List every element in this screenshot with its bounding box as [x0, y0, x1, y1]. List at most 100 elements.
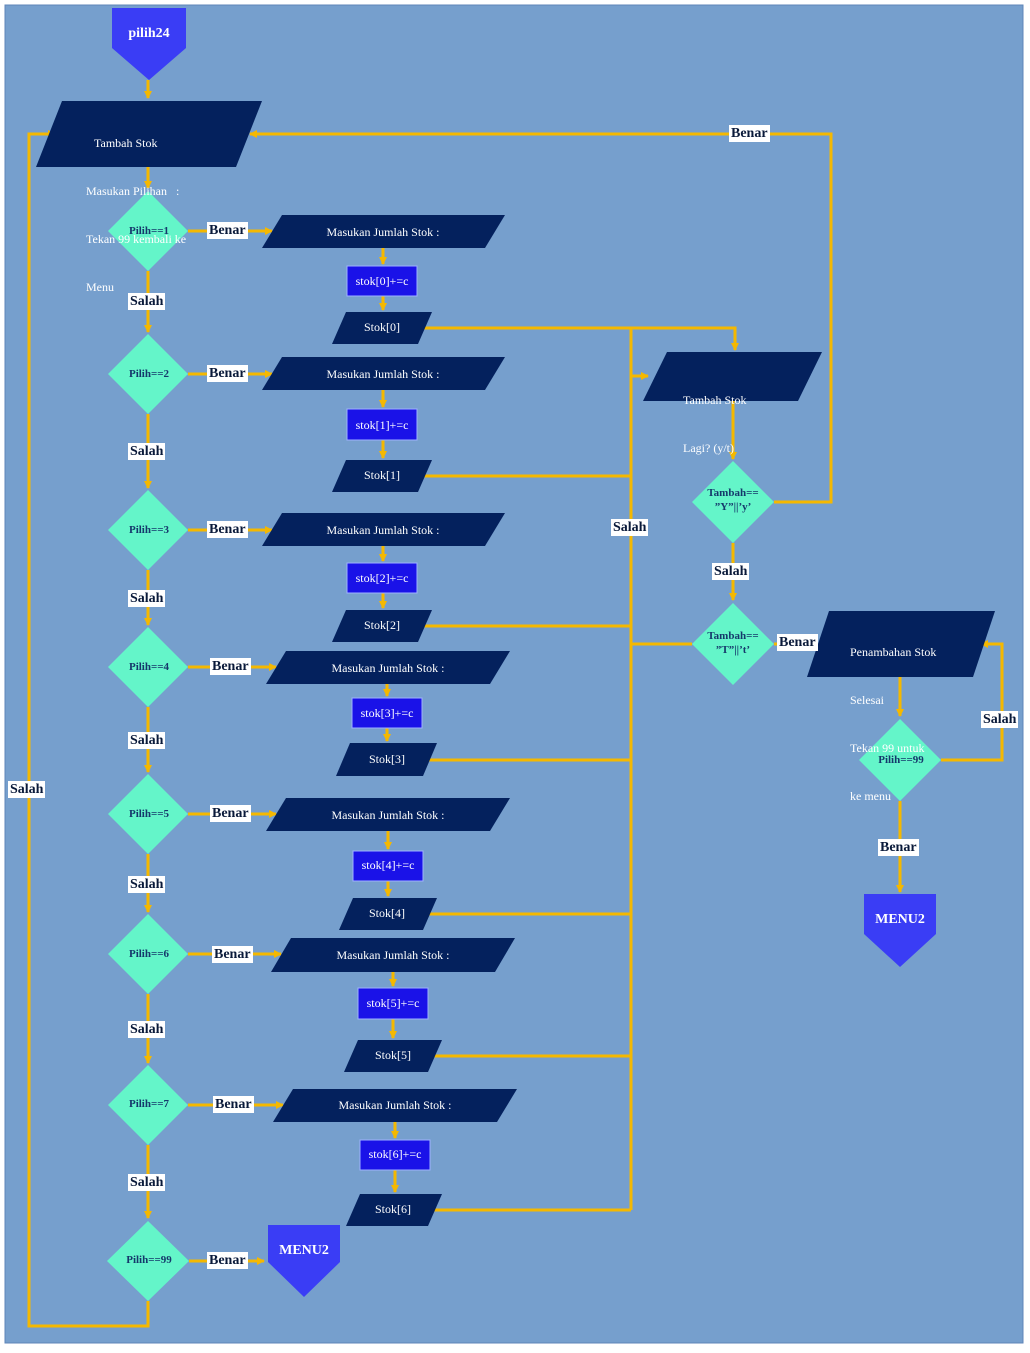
decision-tambah-t-shape	[692, 603, 774, 685]
input-jumlah-stok-2: Masukan Jumlah Stok :	[326, 367, 440, 381]
process-stok-1-shape	[346, 408, 418, 441]
decision-tambah-y-shape	[692, 461, 774, 543]
edge-salah-1: Salah	[128, 293, 166, 310]
flow-merge-to-again	[432, 326, 739, 351]
process-stok-4: stok[4]+=c	[361, 858, 415, 872]
edge-salah-7: Salah	[128, 1174, 166, 1191]
process-stok-0-shape	[346, 265, 418, 297]
decision-pilih-99-right: Pilih==99	[878, 754, 924, 766]
input-jumlah-stok-5: Masukan Jumlah Stok :	[331, 808, 445, 822]
decision-pilih-6: Pilih==6	[128, 948, 170, 960]
output-stok-5: Stok[5]	[375, 1048, 411, 1062]
done-output-line-3: Tekan 99 untuk	[850, 741, 925, 755]
decision-pilih-1: Pilih==1	[128, 225, 170, 237]
menu2-terminal-left-label: MENU2	[279, 1243, 329, 1258]
flow-salah-99-right	[941, 640, 1004, 762]
output-stok-3-shape	[336, 743, 437, 776]
output-stok-0: Stok[0]	[364, 320, 400, 334]
again-input-line-1: Tambah Stok	[683, 393, 747, 407]
done-output-shape	[807, 611, 995, 677]
edge-salah-loop-left: Salah	[8, 781, 46, 798]
input-jumlah-stok-3-shape	[262, 513, 505, 546]
output-stok-2: Stok[2]	[364, 618, 400, 632]
menu-input-line-2: Masukan Pilihan :	[86, 184, 180, 198]
process-stok-3: stok[3]+=c	[360, 706, 414, 720]
process-stok-6: stok[6]+=c	[368, 1147, 422, 1161]
decision-pilih-2-shape	[108, 334, 188, 414]
menu-input-line-1: Tambah Stok	[94, 136, 158, 150]
process-stok-5-shape	[357, 987, 429, 1020]
input-jumlah-stok-7-shape	[273, 1089, 517, 1122]
decision-pilih-5: Pilih==5	[128, 808, 170, 820]
input-jumlah-stok-4: Masukan Jumlah Stok :	[331, 661, 445, 675]
done-output-line-4: ke menu	[850, 789, 891, 803]
input-jumlah-stok-2-shape	[262, 357, 505, 390]
output-stok-6: Stok[6]	[375, 1202, 411, 1216]
edge-benar-2: Benar	[207, 365, 248, 382]
flow-salah-loop-back	[27, 130, 150, 1328]
menu-input-shape	[36, 101, 262, 167]
output-stok-1: Stok[1]	[364, 468, 400, 482]
input-jumlah-stok-1: Masukan Jumlah Stok :	[326, 225, 440, 239]
menu2-terminal-right-label: MENU2	[875, 912, 925, 927]
flowchart-shapes	[36, 8, 995, 1301]
connector-lines	[27, 80, 1004, 1328]
edge-benar-tambah-t: Benar	[777, 634, 818, 651]
output-stok-4-shape	[339, 898, 437, 930]
input-jumlah-stok-7: Masukan Jumlah Stok :	[338, 1098, 452, 1112]
start-terminal-shape	[112, 8, 186, 80]
decision-pilih-4: Pilih==4	[128, 661, 170, 673]
input-jumlah-stok-6-shape	[271, 938, 515, 972]
edge-salah-merge: Salah	[611, 519, 649, 536]
again-input-text: Tambah Stok Lagi? (y/t)	[683, 360, 747, 472]
menu-input-text: Tambah Stok Masukan Pilihan : Tekan 99 k…	[86, 103, 186, 311]
decision-pilih-2: Pilih==2	[128, 368, 170, 380]
edge-benar-4: Benar	[210, 658, 251, 675]
decision-pilih-7-shape	[108, 1065, 188, 1145]
edge-salah-tambah-y: Salah	[712, 563, 750, 580]
menu-input-line-3: Tekan 99 kembali ke	[86, 232, 187, 246]
edge-salah-5: Salah	[128, 876, 166, 893]
edge-benar-5: Benar	[210, 805, 251, 822]
done-output-line-2: Selesai	[850, 693, 884, 707]
process-stok-0: stok[0]+=c	[355, 274, 409, 288]
input-jumlah-stok-6: Masukan Jumlah Stok :	[336, 948, 450, 962]
edge-benar-loop-top: Benar	[729, 125, 770, 142]
decision-tambah-y: Tambah== ”Y”||’y’	[692, 486, 774, 514]
output-stok-6-shape	[346, 1194, 442, 1226]
edge-benar-7: Benar	[213, 1096, 254, 1113]
output-stok-3: Stok[3]	[369, 752, 405, 766]
done-output-text: Penambahan Stok Selesai Tekan 99 untuk k…	[850, 612, 936, 820]
edge-benar-3: Benar	[207, 521, 248, 538]
edge-salah-4: Salah	[128, 732, 166, 749]
output-stok-4: Stok[4]	[369, 906, 405, 920]
edge-benar-99-left: Benar	[207, 1252, 248, 1269]
edge-salah-99-right: Salah	[981, 711, 1019, 728]
decision-pilih-6-shape	[108, 914, 188, 994]
output-stok-2-shape	[332, 610, 432, 642]
decision-pilih-99-left: Pilih==99	[126, 1254, 172, 1266]
process-stok-6-shape	[359, 1139, 431, 1171]
again-input-line-2: Lagi? (y/t)	[683, 441, 734, 455]
process-stok-1: stok[1]+=c	[355, 418, 409, 432]
decision-tambah-t: Tambah== ”T”||’t’	[692, 629, 774, 657]
flow-benar-loop-top	[249, 130, 833, 504]
process-stok-2-shape	[346, 562, 418, 594]
input-jumlah-stok-5-shape	[266, 798, 510, 831]
edge-benar-1: Benar	[207, 222, 248, 239]
input-jumlah-stok-1-shape	[262, 215, 505, 248]
decision-pilih-5-shape	[108, 774, 188, 854]
decision-tambah-y-line-1: Tambah==	[707, 487, 759, 499]
menu2-terminal-right-shape	[864, 894, 936, 967]
input-jumlah-stok-4-shape	[266, 651, 510, 684]
decision-tambah-y-line-2: ”Y”||’y’	[714, 501, 752, 513]
edge-salah-2: Salah	[128, 443, 166, 460]
output-stok-1-shape	[332, 460, 432, 492]
edge-benar-99-right: Benar	[878, 839, 919, 856]
decision-pilih-3-shape	[108, 490, 188, 570]
decision-tambah-t-line-1: Tambah==	[707, 630, 759, 642]
output-stok-0-shape	[332, 312, 432, 344]
decision-pilih-3: Pilih==3	[128, 524, 170, 536]
process-stok-5: stok[5]+=c	[366, 996, 420, 1010]
